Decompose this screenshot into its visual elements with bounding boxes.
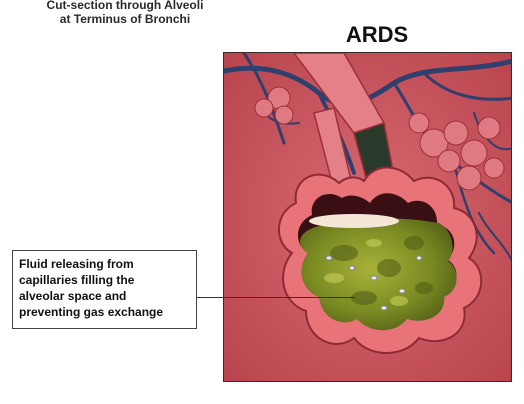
figure-caption: Cut-section through Alveoli at Terminus … (0, 0, 250, 26)
callout-leader-line (197, 297, 355, 298)
panel-title: ARDS (345, 22, 409, 47)
caption-line-2: at Terminus of Bronchi (59, 12, 191, 26)
fluid-texture (330, 236, 433, 305)
alveoli-illustration (223, 52, 512, 382)
callout-line-2: capillaries filling the (19, 273, 135, 287)
callout-line-4: preventing gas exchange (19, 305, 164, 319)
callout-line-3: alveolar space and (19, 289, 127, 303)
alveolar-sacs-cluster (254, 86, 505, 191)
alveoli-cutaway-drawing (224, 53, 511, 381)
fluid-surface (309, 214, 399, 228)
caption-line-1: Cut-section through Alveoli (46, 0, 204, 12)
fluid-cells (325, 255, 422, 311)
fluid-callout-box: Fluid releasing from capillaries filling… (12, 250, 197, 329)
callout-line-1: Fluid releasing from (19, 257, 134, 271)
